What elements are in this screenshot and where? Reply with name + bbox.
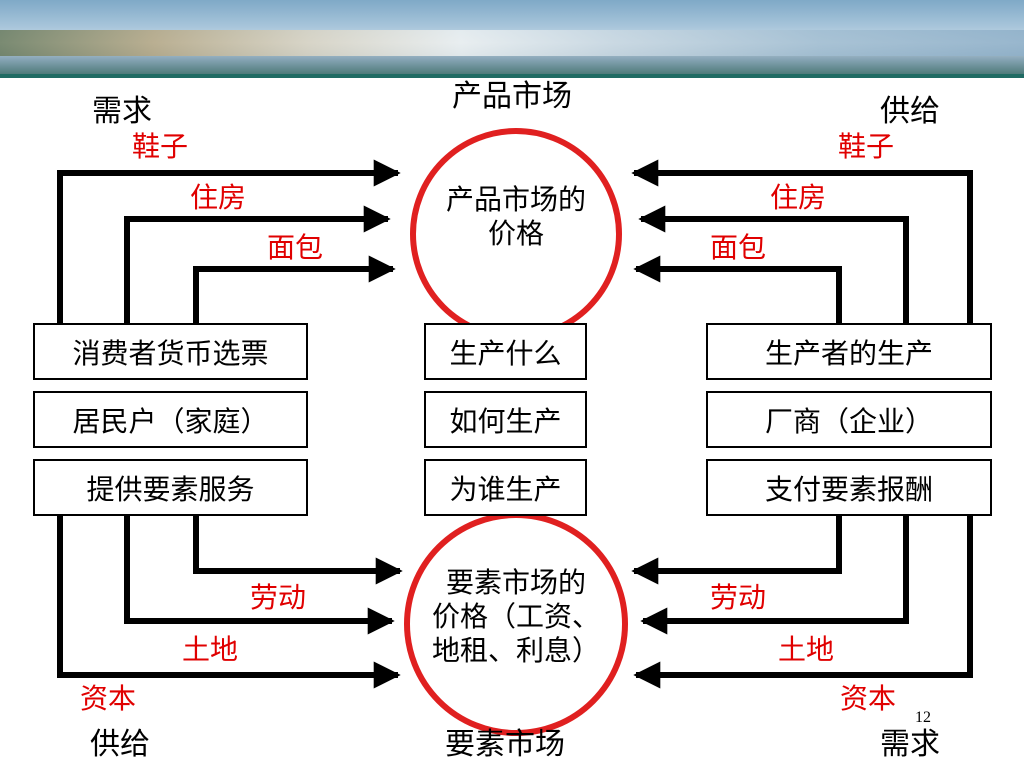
supply-label-bottom: 供给: [90, 727, 150, 762]
factor-market-title: 要素市场: [445, 727, 565, 762]
arrow-right-housing: [638, 205, 909, 325]
flow-label-capital-right: 资本: [840, 682, 897, 715]
arrow-right-shoes: [631, 159, 973, 325]
arrow-left-labor: [193, 515, 403, 585]
flow-label-housing-right: 住房: [770, 181, 827, 214]
flow-label-shoes-right: 鞋子: [838, 130, 895, 163]
header-banner: [0, 0, 1024, 78]
factor-market-price-line-2: 价格（工资、: [431, 600, 600, 633]
box-firms: 厂商（企业）: [706, 391, 992, 448]
flow-label-bread-left: 面包: [267, 231, 324, 264]
product-market-price-line-1: 产品市场的: [445, 183, 586, 216]
box-consumer-votes: 消费者货币选票: [33, 323, 308, 380]
box-how-to-produce: 如何生产: [424, 391, 587, 448]
flow-label-bread-right: 面包: [710, 231, 767, 264]
arrow-right-land: [640, 515, 909, 635]
product-market-title: 产品市场: [452, 79, 572, 114]
flow-label-shoes-left: 鞋子: [132, 130, 189, 163]
factor-market-price: 要素市场的 价格（工资、 地租、利息）: [411, 566, 621, 668]
flow-label-labor-right: 劳动: [710, 581, 767, 614]
arrow-right-labor: [631, 515, 842, 585]
factor-market-price-line-1: 要素市场的: [445, 566, 586, 599]
arrow-left-land: [124, 515, 395, 635]
box-supply-factor-services: 提供要素服务: [33, 459, 308, 516]
box-for-whom-to-produce: 为谁生产: [424, 459, 587, 516]
page-number: 12: [915, 709, 931, 726]
supply-label-top: 供给: [880, 94, 940, 129]
flow-label-land-left: 土地: [182, 633, 239, 666]
demand-label-top: 需求: [92, 94, 152, 129]
flow-label-labor-left: 劳动: [250, 581, 307, 614]
flow-label-land-right: 土地: [778, 633, 835, 666]
product-market-price: 产品市场的 价格: [416, 183, 616, 251]
arrow-left-shoes: [57, 159, 401, 325]
box-households: 居民户（家庭）: [33, 391, 308, 448]
banner-divider: [0, 74, 1024, 78]
arrow-right-capital: [633, 515, 973, 689]
flow-label-capital-left: 资本: [80, 682, 137, 715]
factor-market-price-line-3: 地租、利息）: [431, 634, 600, 667]
box-producer-production: 生产者的生产: [706, 323, 992, 380]
box-pay-factor-rewards: 支付要素报酬: [706, 459, 992, 516]
arrow-right-bread: [633, 255, 842, 325]
flow-label-housing-left: 住房: [190, 181, 247, 214]
demand-label-bottom: 需求: [880, 727, 940, 762]
arrow-left-capital: [57, 515, 401, 689]
arrow-left-housing: [124, 205, 391, 325]
banner-landscape: [0, 30, 1024, 56]
box-what-to-produce: 生产什么: [424, 323, 587, 380]
arrow-left-bread: [193, 255, 396, 325]
product-market-price-line-2: 价格: [487, 217, 544, 250]
